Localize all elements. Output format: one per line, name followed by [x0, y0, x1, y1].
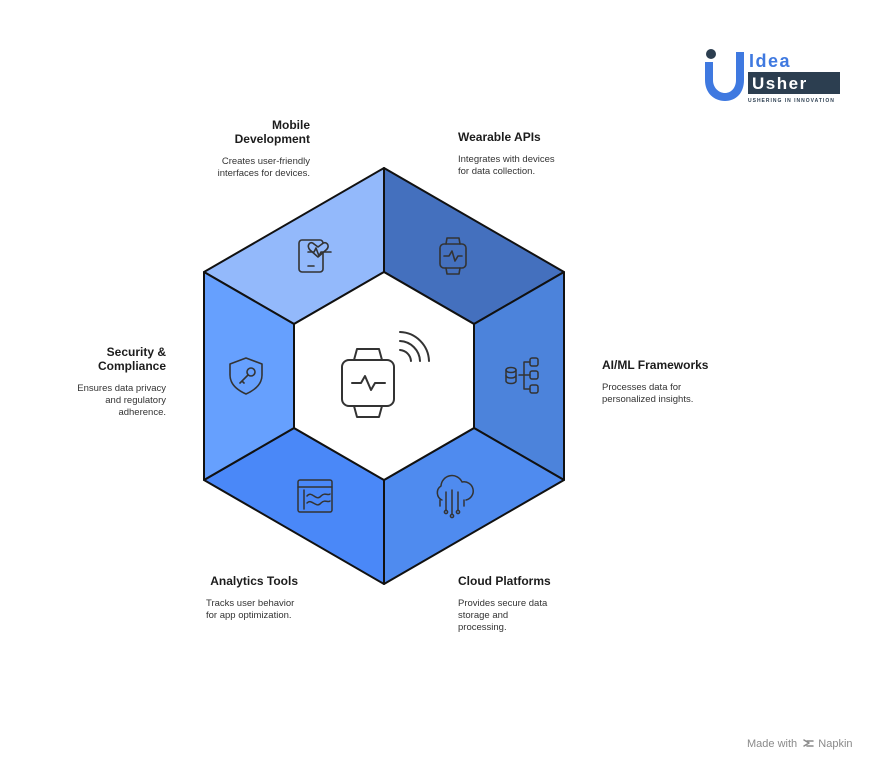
segment-title: AI/ML Frameworks: [602, 358, 709, 372]
segment-description: Processes data for personalized insights…: [602, 382, 694, 405]
logo-word-1: Idea: [749, 51, 791, 71]
shield-key-icon: [229, 357, 263, 395]
segment-title: Security & Compliance: [97, 345, 166, 373]
footer-brand: Napkin: [818, 738, 853, 750]
database-network-icon: [505, 357, 539, 394]
segment-mobile-development: Mobile Development Creates user-friendly…: [170, 118, 310, 180]
segment-description: Integrates with devices for data collect…: [458, 154, 555, 177]
segment-description: Tracks user behavior for app optimizatio…: [206, 598, 295, 621]
segment-description: Creates user-friendly interfaces for dev…: [217, 156, 310, 179]
segment-title: Analytics Tools: [210, 574, 298, 588]
segment-analytics-tools: Analytics Tools Tracks user behavior for…: [148, 574, 298, 622]
napkin-logo-icon: [803, 739, 814, 747]
segment-title: Wearable APIs: [458, 130, 541, 144]
smartwatch-signal-icon: [341, 331, 430, 418]
footer-prefix: Made with: [747, 738, 798, 750]
made-with-napkin: Made with Napkin: [747, 738, 853, 750]
segment-title: Cloud Platforms: [458, 574, 551, 588]
logo-word-2: Usher: [752, 74, 808, 93]
segment-security-compliance: Security & Compliance Ensures data priva…: [36, 345, 166, 419]
idea-usher-logo: Idea Usher USHERING IN INNOVATION: [705, 49, 840, 104]
segment-ai-ml-frameworks: AI/ML Frameworks Processes data for pers…: [602, 358, 762, 406]
phone-heart-icon: [298, 239, 332, 273]
segment-wearable-apis: Wearable APIs Integrates with devices fo…: [458, 130, 618, 178]
smartwatch-icon: [439, 237, 467, 275]
segment-title: Mobile Development: [234, 118, 310, 146]
cloud-circuit-icon: [436, 474, 474, 519]
segment-cloud-platforms: Cloud Platforms Provides secure data sto…: [458, 574, 618, 634]
center-hexagon: [293, 271, 475, 481]
segment-description: Ensures data privacy and regulatory adhe…: [77, 383, 166, 418]
segment-description: Provides secure data storage and process…: [458, 598, 548, 633]
analytics-window-icon: [297, 479, 333, 513]
logo-tagline: USHERING IN INNOVATION: [748, 98, 835, 104]
